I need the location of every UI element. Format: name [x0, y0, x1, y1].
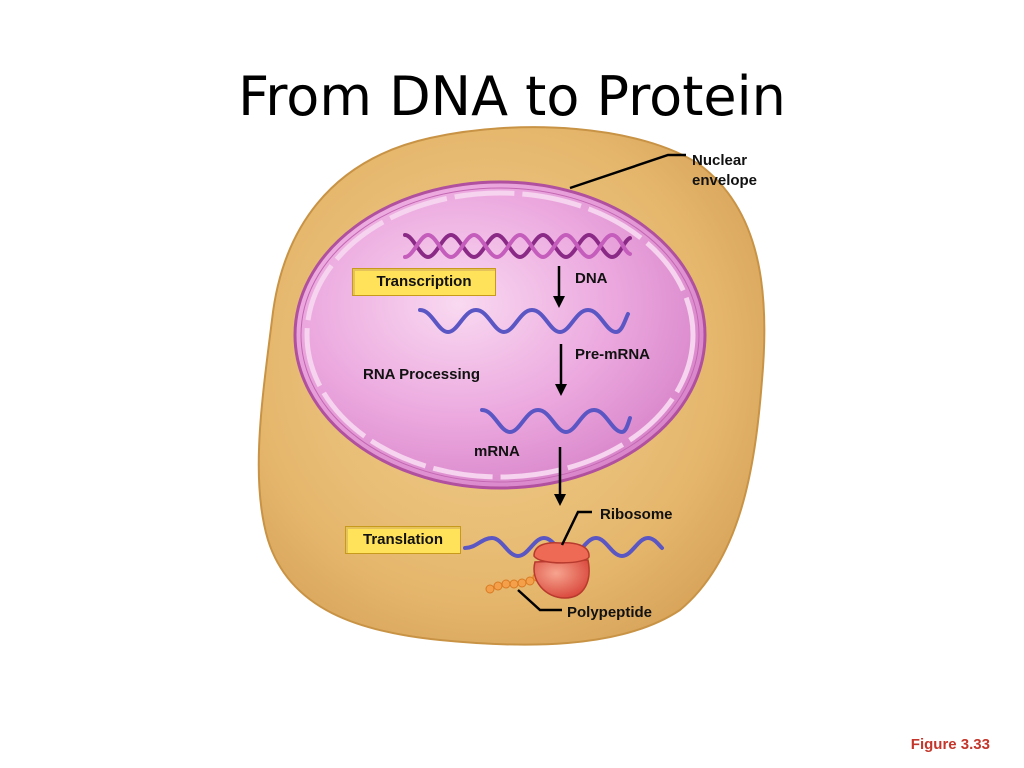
arrow-transcription [553, 266, 565, 308]
figure-reference: Figure 3.33 [910, 736, 990, 753]
mrna-strand-nucleus [480, 407, 632, 435]
label-rna-processing: RNA Processing [363, 366, 480, 383]
label-mrna: mRNA [474, 443, 520, 460]
pre-mrna-strand [418, 307, 630, 335]
label-dna: DNA [575, 270, 608, 287]
polypeptide-pointer [517, 589, 562, 612]
label-nuclear-envelope-line1: Nuclear [692, 152, 748, 169]
arrow-export [554, 447, 566, 506]
label-pre-mrna: Pre-mRNA [575, 346, 651, 363]
label-nuclear-envelope-line2: envelope [692, 172, 758, 189]
nuclear-envelope-pointer [569, 153, 686, 190]
ribosome-pointer [560, 510, 592, 546]
label-transcription: Transcription [352, 268, 496, 296]
label-polypeptide: Polypeptide [567, 604, 653, 621]
slide-title: From DNA to Protein [238, 65, 786, 128]
label-ribosome: Ribosome [600, 506, 673, 523]
ribosome [533, 542, 590, 599]
label-translation: Translation [345, 526, 461, 554]
dna-double-helix [403, 232, 632, 260]
arrow-rna-processing [555, 344, 567, 396]
nuclear-envelope-inner [304, 190, 696, 480]
